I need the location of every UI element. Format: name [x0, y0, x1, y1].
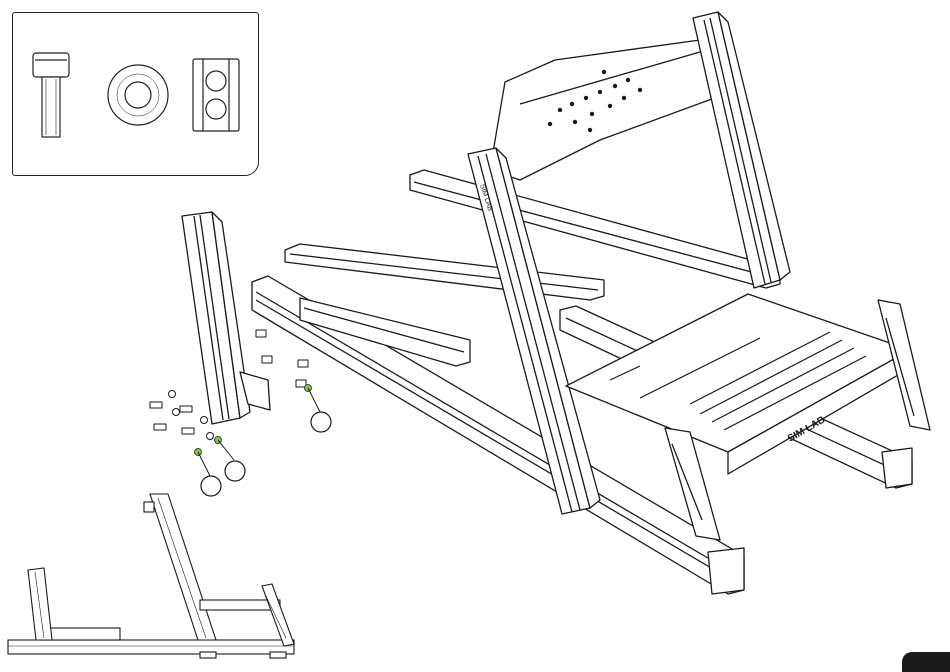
page-corner-tab: [902, 652, 950, 672]
callout-2: [225, 461, 245, 481]
side-view-thumbnail: [8, 494, 294, 658]
rear-upright-right: [693, 12, 790, 288]
callout-1: [201, 476, 221, 496]
wheel-deck-plate: [490, 40, 725, 180]
cross-rail-rear: [285, 244, 604, 300]
rear-upright-left: [182, 212, 270, 424]
callout-3: [311, 412, 331, 432]
